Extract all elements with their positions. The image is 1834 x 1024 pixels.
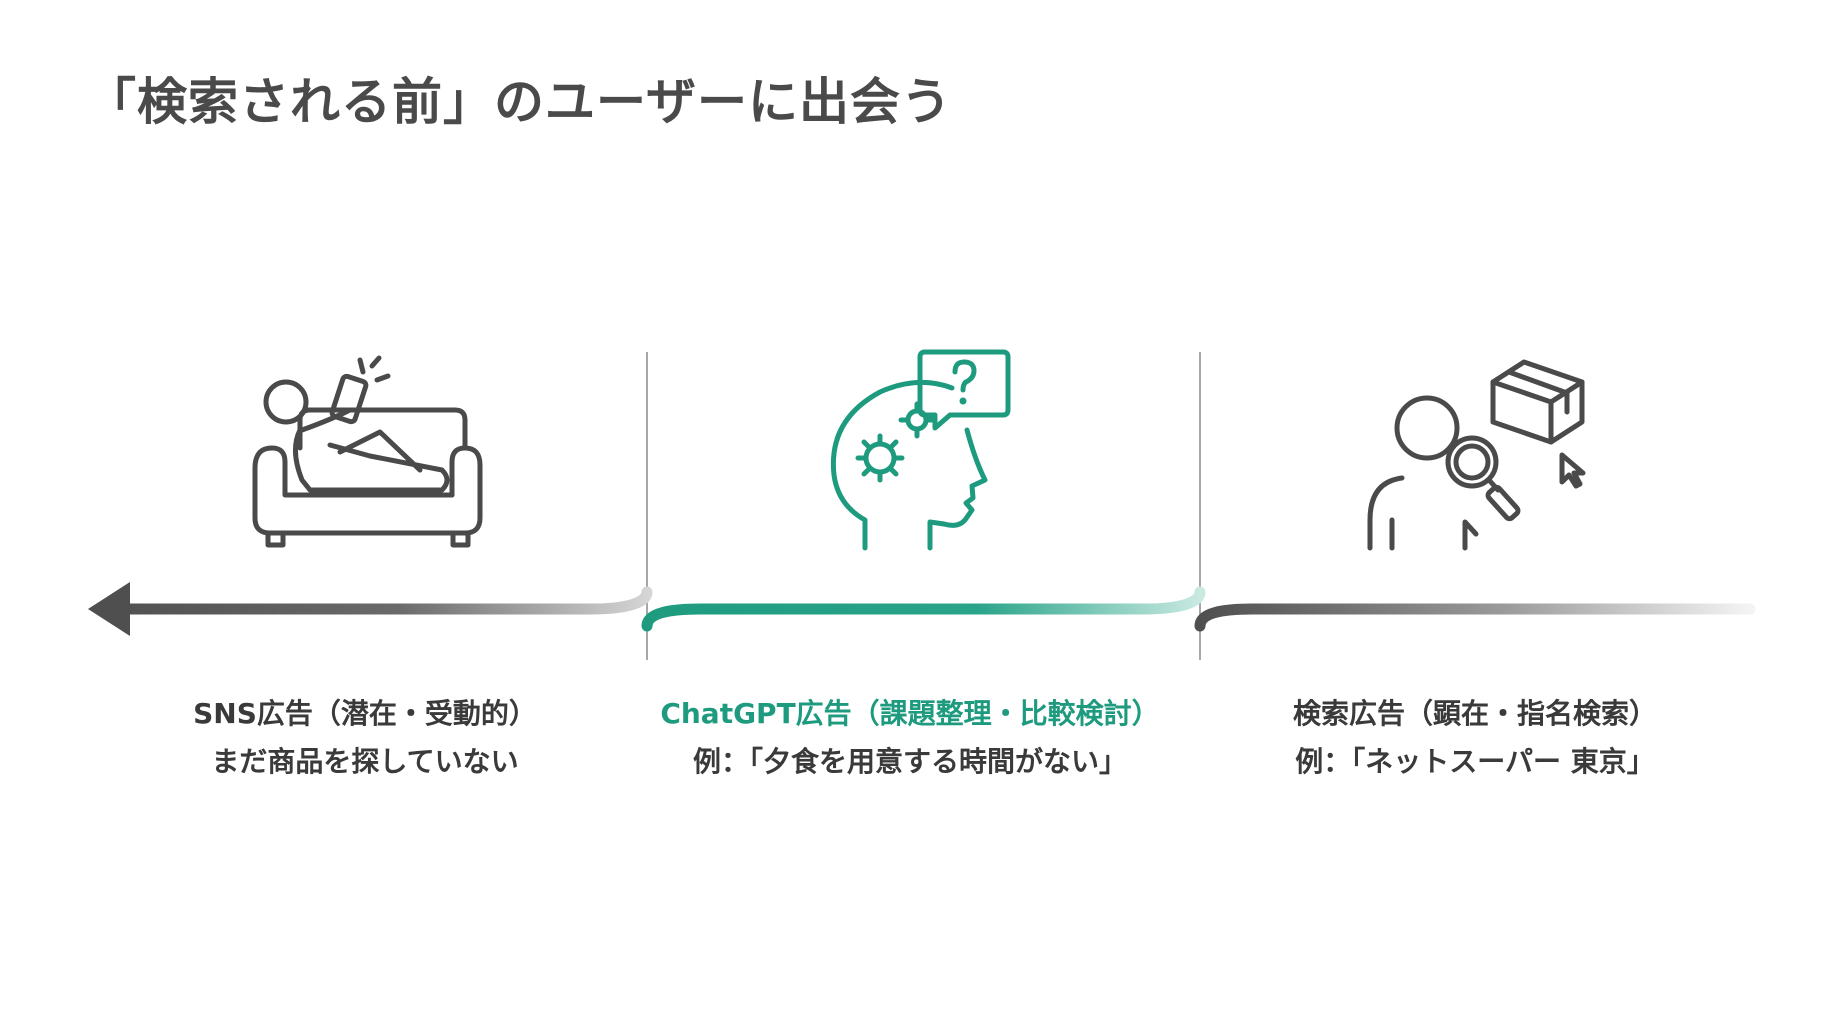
person-on-sofa-with-phone-icon <box>252 355 483 548</box>
stage-sns: SNS広告（潜在・受動的） まだ商品を探していない <box>85 690 645 786</box>
head-with-gears-question-icon <box>830 349 1011 551</box>
stage-heading: ChatGPT広告（課題整理・比較検討） <box>660 697 1160 730</box>
stage-chatgpt: ChatGPT広告（課題整理・比較検討） 例：「夕食を用意する時間がない」 <box>630 690 1190 786</box>
stage-detail: まだ商品を探していない <box>211 745 519 778</box>
stage-detail: 例：「ネットスーパー 東京」 <box>1295 745 1655 778</box>
stage-heading: 検索広告（顕在・指名検索） <box>1292 697 1657 730</box>
stage-search: 検索広告（顕在・指名検索） 例：「ネットスーパー 東京」 <box>1195 690 1755 786</box>
page-title: 「検索される前」のユーザーに出会う <box>86 73 952 131</box>
flow-line-right <box>1194 603 1756 632</box>
flow-line-left <box>112 586 653 615</box>
stage-detail: 例：「夕食を用意する時間がない」 <box>692 745 1127 778</box>
question-dot <box>959 397 967 405</box>
left-arrowhead-icon <box>88 582 130 636</box>
person-magnifier-box-cursor-icon <box>1367 359 1586 551</box>
stage-heading: SNS広告（潜在・受動的） <box>193 697 537 730</box>
flow-line-middle <box>641 586 1206 632</box>
